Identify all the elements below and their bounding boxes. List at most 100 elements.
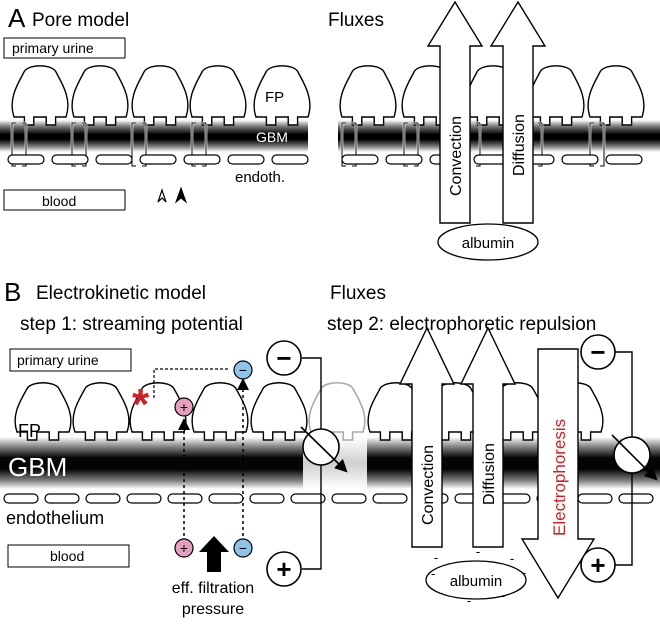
minus-terminal-2: − bbox=[580, 334, 616, 370]
pore-bracket bbox=[476, 122, 481, 167]
endothelial-fenestra bbox=[51, 154, 89, 165]
svg-text:+: + bbox=[590, 550, 605, 580]
podocyte-foot bbox=[11, 65, 69, 126]
podocyte-foot bbox=[14, 382, 72, 441]
endothelial-fenestra bbox=[271, 154, 309, 165]
endothelial-fenestra bbox=[577, 493, 613, 504]
convection-arrow bbox=[426, 0, 484, 224]
endothelial-fenestra bbox=[331, 493, 367, 504]
podocyte-foot bbox=[72, 382, 130, 441]
primary-urine-label: primary urine bbox=[12, 40, 94, 56]
pore-bracket bbox=[538, 122, 543, 167]
endothelial-fenestra bbox=[85, 493, 121, 504]
pores bbox=[10, 121, 208, 168]
podocyte-foot-faded bbox=[308, 381, 366, 441]
endothelial-fenestra bbox=[44, 493, 80, 504]
endothelium bbox=[7, 154, 309, 165]
gbm-band-b bbox=[0, 437, 303, 489]
albumin-charge-sign: - bbox=[439, 585, 443, 600]
convection-label: Convection bbox=[448, 116, 465, 196]
albumin-charges: -------- bbox=[431, 544, 526, 608]
endothelial-fenestra bbox=[618, 493, 654, 504]
electrophoresis-label: Electrophoresis bbox=[550, 419, 569, 536]
gbm-label: GBM bbox=[256, 129, 288, 145]
diffusion-label-b: Diffusion bbox=[481, 443, 498, 505]
panel-a-title: Pore model bbox=[32, 10, 129, 31]
endothelial-fenestra bbox=[385, 154, 423, 165]
podocyte-foot bbox=[250, 382, 308, 441]
panel-b-fluxes-title: Fluxes bbox=[330, 283, 386, 304]
albumin-label-b: albumin bbox=[450, 573, 503, 590]
pressure-label-1: eff. filtration bbox=[172, 580, 254, 597]
podocyte-foot bbox=[129, 382, 187, 441]
primary-urine-label-b: primary urine bbox=[17, 352, 99, 368]
panel-a-letter: A bbox=[8, 3, 26, 33]
minus-ion-bottom: − bbox=[233, 538, 253, 558]
svg-text:+: + bbox=[180, 399, 188, 415]
pore-bracket bbox=[600, 122, 605, 167]
endothelial-fenestra bbox=[7, 154, 45, 165]
convection-arrow-b bbox=[398, 326, 456, 548]
pore-bracket bbox=[202, 122, 207, 167]
endothelial-fenestra bbox=[95, 154, 133, 165]
endothelial-fenestra bbox=[208, 493, 244, 504]
podocyte-foot bbox=[71, 65, 129, 126]
endothelial-fenestra bbox=[167, 493, 203, 504]
step2-label: step 2: electrophoretic repulsion bbox=[327, 314, 596, 335]
albumin-ellipse-b bbox=[425, 560, 527, 600]
pore-bracket bbox=[131, 122, 136, 167]
pore-bracket bbox=[71, 122, 76, 167]
podocytes-b bbox=[14, 381, 604, 441]
endothelial-fenestra bbox=[139, 154, 177, 165]
svg-text:−: − bbox=[276, 343, 291, 373]
panel-b-title: Electrokinetic model bbox=[36, 283, 206, 304]
pore-bracket bbox=[22, 122, 27, 167]
asterisk-marker: * bbox=[132, 380, 150, 429]
pore-bracket bbox=[403, 122, 408, 167]
albumin-charge-sign: - bbox=[476, 544, 480, 559]
podocytes bbox=[11, 65, 311, 126]
diffusion-arrow bbox=[489, 0, 547, 224]
svg-text:−: − bbox=[239, 540, 247, 556]
pore-bracket bbox=[191, 122, 196, 167]
podocyte-foot bbox=[527, 65, 585, 126]
filled-arrowhead-icon bbox=[174, 186, 188, 204]
pore-bracket bbox=[589, 122, 594, 167]
albumin-label: albumin bbox=[462, 235, 515, 252]
voltmeter-icon-2 bbox=[611, 434, 658, 481]
albumin-charge-sign: - bbox=[522, 565, 526, 580]
endothelium-fluxes bbox=[341, 154, 643, 165]
convection-label-b: Convection bbox=[420, 445, 437, 525]
albumin-ellipse bbox=[437, 223, 539, 261]
podocyte-foot bbox=[253, 65, 311, 126]
svg-text:+: + bbox=[276, 554, 291, 584]
endothelial-fenestra bbox=[605, 154, 643, 165]
pore-bracket bbox=[82, 122, 87, 167]
albumin-charge-sign: - bbox=[510, 551, 514, 566]
panel-b: B Electrokinetic model Fluxes step 1: st… bbox=[0, 277, 660, 618]
diffusion-arrow-b bbox=[459, 326, 517, 548]
podocyte-foot bbox=[131, 65, 189, 126]
panel-a-fluxes-title: Fluxes bbox=[328, 10, 384, 31]
endothelial-fenestra bbox=[290, 493, 326, 504]
endothelial-fenestra bbox=[183, 154, 221, 165]
albumin-charge-sign: - bbox=[431, 566, 435, 581]
step1-label: step 1: streaming potential bbox=[20, 314, 243, 335]
albumin-charge-sign: - bbox=[501, 588, 505, 603]
endothelial-fenestra bbox=[3, 493, 39, 504]
blood-box bbox=[3, 189, 126, 211]
podocyte-foot bbox=[339, 65, 397, 126]
podocyte-foot bbox=[191, 382, 249, 441]
endothelium-label: endothelium bbox=[6, 508, 104, 528]
primary-urine-box-b bbox=[9, 348, 132, 372]
open-arrowhead-icon bbox=[157, 188, 167, 203]
panel-a: A Pore model Fluxes primary urine GBM FP… bbox=[0, 0, 660, 261]
albumin-charge-sign: - bbox=[434, 550, 438, 565]
fp-label: FP bbox=[265, 89, 284, 106]
plus-terminal-2: + bbox=[580, 547, 616, 583]
fp-label-b: FP bbox=[18, 421, 41, 441]
pore-bracket bbox=[341, 122, 346, 167]
pressure-arrow-icon bbox=[199, 536, 229, 572]
albumin-charge-sign: - bbox=[467, 593, 471, 608]
